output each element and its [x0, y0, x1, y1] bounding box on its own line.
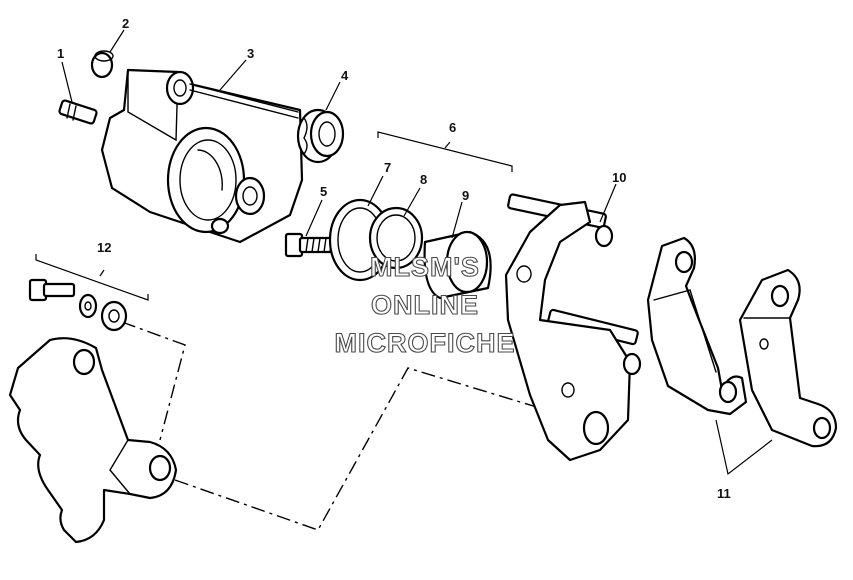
callout-9: 9: [462, 188, 469, 203]
leader-lines: [61, 29, 617, 239]
callout-2: 2: [122, 16, 129, 31]
watermark-line-3: MICROFICHE: [335, 328, 516, 358]
callout-3: 3: [247, 46, 254, 61]
assembly-centerline-upper: [121, 321, 186, 441]
group-bracket-12: [35, 254, 149, 301]
part-9-piston: [423, 230, 492, 300]
watermark-line-2: ONLINE: [371, 290, 479, 320]
callout-1: 1: [57, 46, 64, 61]
part-11-brake-pads: [646, 236, 838, 448]
part-4-boot: [296, 108, 345, 164]
callout-labels: 1 2 3 4 5 6 7 8 9 10 11 12: [57, 16, 731, 501]
watermark: MLSM'S ONLINE MICROFICHE: [334, 251, 516, 358]
callout-10: 10: [612, 170, 626, 185]
part-2-bushing: [90, 50, 114, 79]
part-1-pin: [58, 99, 98, 125]
part-10-caliper-bracket: [504, 193, 642, 462]
group-bracket-6: [377, 131, 513, 172]
callout-5: 5: [320, 184, 327, 199]
part-3-caliper-body: [100, 68, 304, 244]
group-bracket-11: [715, 419, 773, 476]
callout-11: 11: [717, 486, 731, 501]
callout-7: 7: [384, 160, 391, 175]
callout-8: 8: [420, 172, 427, 187]
callout-4: 4: [341, 68, 349, 83]
group-bracket-6-tick: [444, 141, 451, 149]
mounting-bracket: [8, 337, 178, 544]
assembly-centerline-lower: [174, 367, 541, 531]
part-12-bolt-and-washers: [28, 278, 128, 332]
group-bracket-12-tick: [99, 269, 105, 277]
watermark-line-1: MLSM'S: [370, 252, 480, 282]
callout-6: 6: [449, 120, 456, 135]
callout-12: 12: [97, 240, 111, 255]
part-8-o-ring: [368, 206, 424, 270]
